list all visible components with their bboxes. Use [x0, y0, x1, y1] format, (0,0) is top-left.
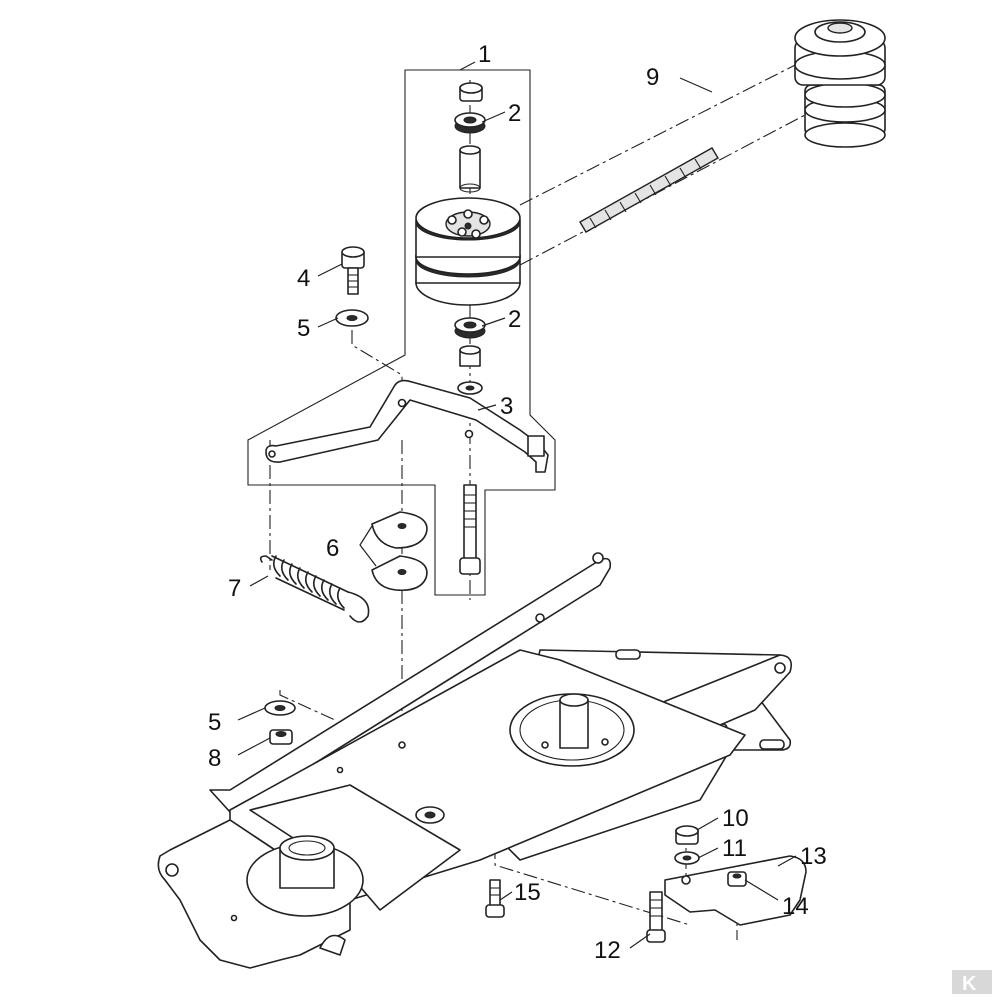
nut-14	[727, 871, 747, 887]
leader-12	[629, 933, 651, 949]
top-nut	[459, 82, 483, 102]
blade	[157, 784, 461, 969]
leader-5a	[317, 317, 339, 328]
callout-5-top: 5	[297, 315, 310, 342]
washer-11	[674, 851, 700, 865]
belt-section	[579, 147, 719, 233]
leader-9	[679, 77, 713, 93]
callout-8: 8	[208, 745, 221, 772]
axis-pulley-belt-top	[519, 59, 806, 206]
svg-text:K: K	[962, 973, 977, 995]
leader-8	[237, 737, 271, 756]
callout-12: 12	[594, 937, 621, 964]
callout-6: 6	[326, 535, 339, 562]
nut-8	[269, 729, 293, 745]
washer-5-top	[335, 309, 369, 327]
assembly-1-outline	[247, 69, 556, 596]
spacer-top	[459, 145, 481, 193]
callout-4: 4	[297, 265, 310, 292]
axis-5-8	[279, 690, 336, 721]
bolt-4	[341, 246, 365, 295]
arm-hole-b	[464, 429, 474, 439]
leader-5b	[237, 707, 266, 721]
arm-hole-c	[268, 450, 276, 458]
callout-2-bottom: 2	[508, 306, 521, 333]
leader-4	[317, 263, 343, 277]
leader-13	[777, 855, 797, 867]
leader-11	[697, 847, 719, 859]
callout-1: 1	[478, 41, 491, 68]
leader-14	[744, 879, 779, 901]
bearing-2-top	[454, 112, 486, 134]
nut-10	[675, 825, 699, 845]
leader-1	[459, 61, 476, 71]
callout-7: 7	[228, 575, 241, 602]
bolt-15	[485, 879, 505, 918]
arm-hole-a	[397, 398, 407, 408]
leader-15	[499, 891, 513, 901]
leader-6	[359, 525, 377, 567]
washer-6-top	[371, 511, 428, 549]
washer-5-lower	[264, 700, 296, 716]
callout-14: 14	[782, 893, 809, 920]
callout-5-lower: 5	[208, 709, 221, 736]
spacer-bottom	[459, 345, 481, 367]
callout-2-top: 2	[508, 100, 521, 127]
leader-10	[696, 817, 719, 831]
axis-pulley-belt-bottom	[519, 114, 806, 266]
callout-11: 11	[722, 835, 747, 862]
long-bolt	[459, 484, 481, 575]
arm-tab	[527, 435, 545, 457]
leader-2a	[481, 111, 506, 123]
bearing-2-bottom	[454, 317, 486, 339]
leader-7	[249, 575, 269, 587]
callout-10: 10	[722, 805, 749, 832]
callout-9: 9	[646, 64, 659, 91]
leader-3	[477, 404, 497, 411]
washer-6-bottom	[371, 555, 428, 592]
callout-3: 3	[500, 393, 513, 420]
pulley-9	[794, 19, 886, 148]
spring-7	[259, 555, 370, 623]
callout-15: 15	[514, 879, 541, 906]
callout-13: 13	[800, 843, 827, 870]
double-pulley	[415, 197, 521, 306]
brand-logo: K	[952, 970, 992, 995]
tension-arm-3	[265, 379, 549, 473]
washer-bottom	[457, 381, 483, 395]
leader-2b	[481, 317, 506, 327]
